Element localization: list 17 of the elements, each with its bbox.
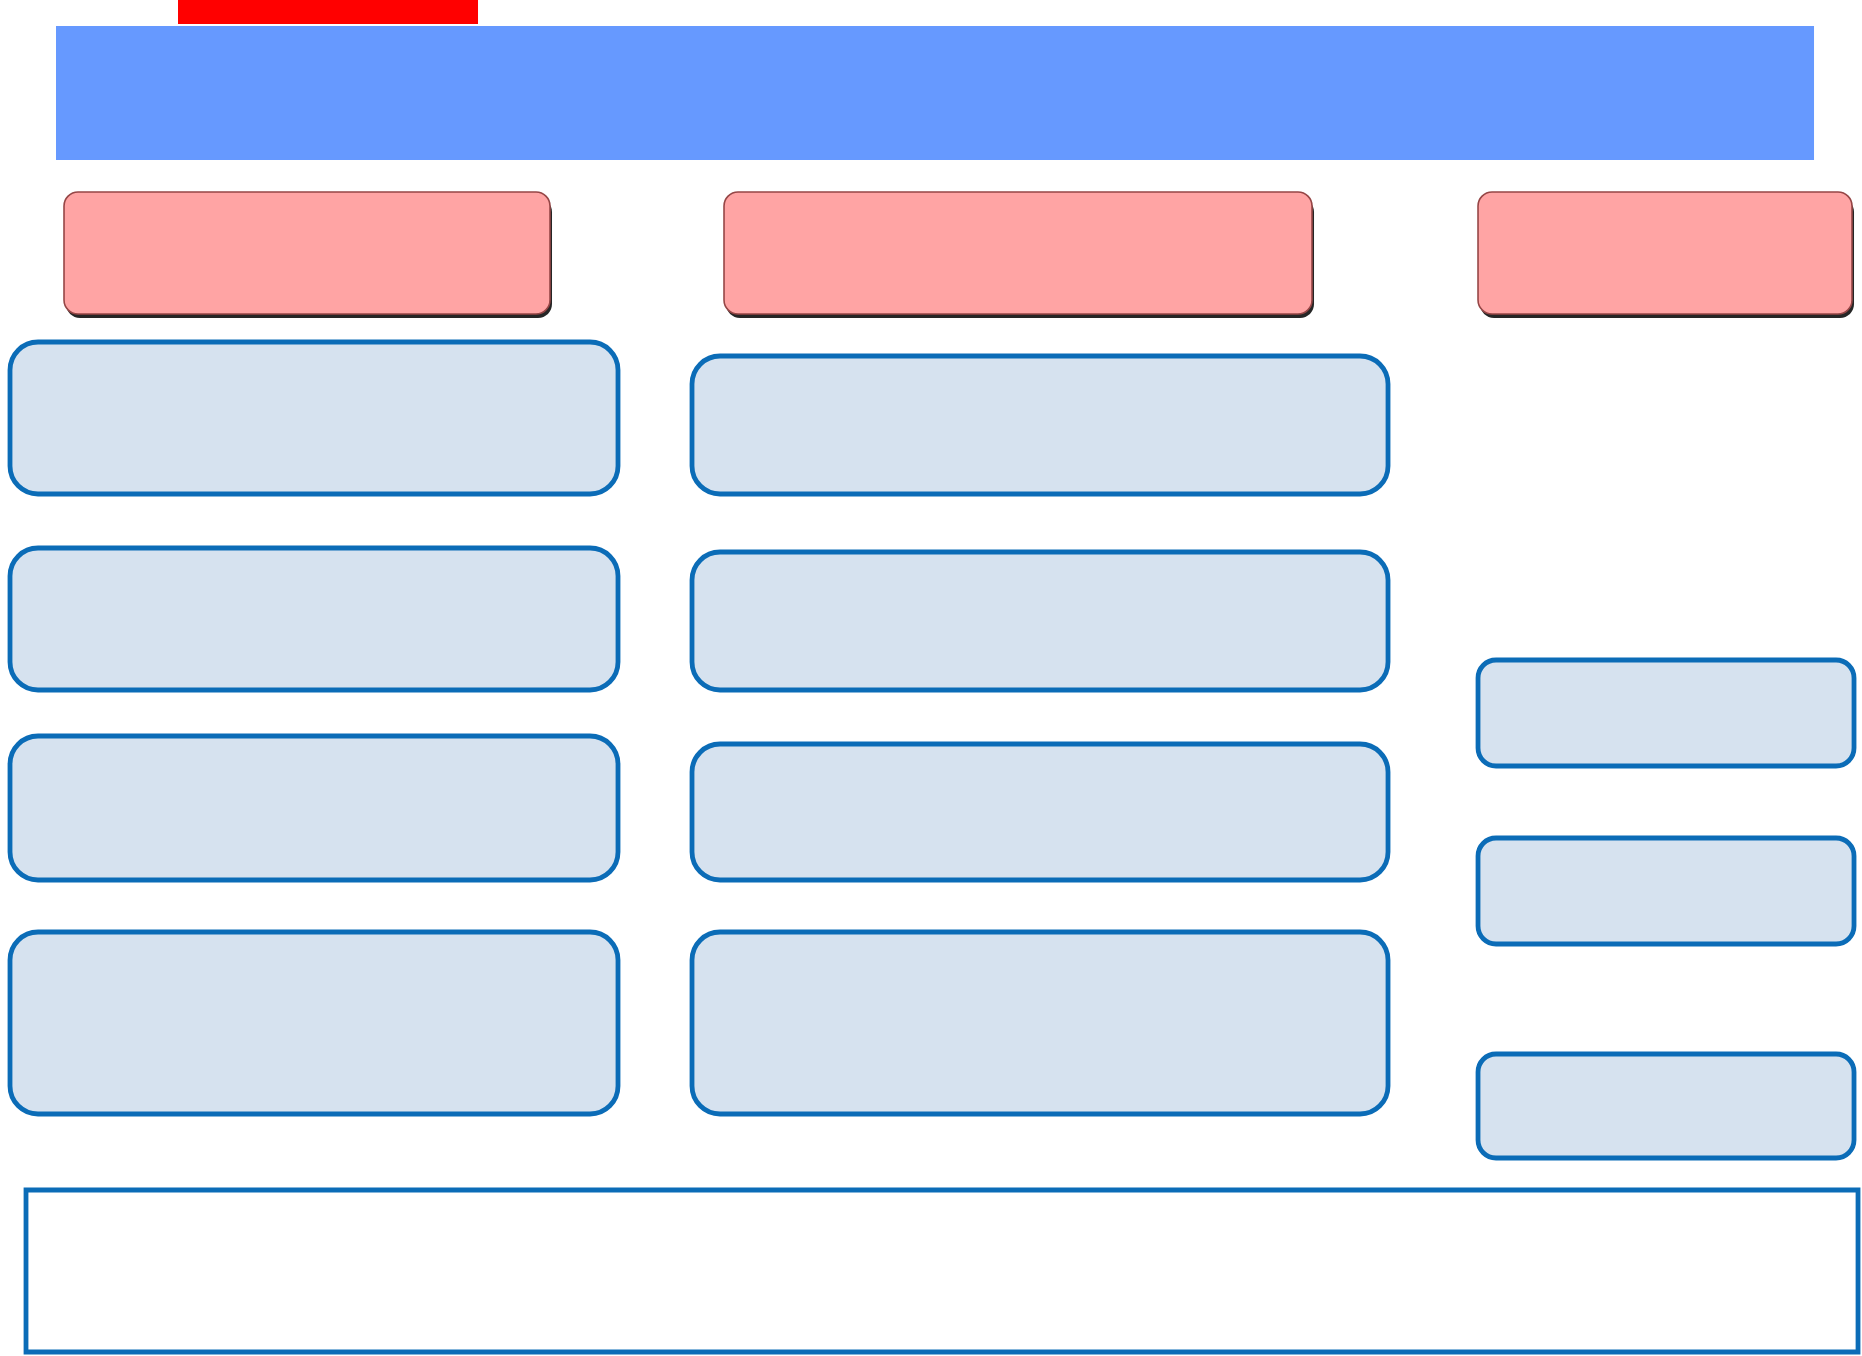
content-box xyxy=(1475,1051,1857,1161)
header-box xyxy=(63,191,552,318)
content-box xyxy=(7,545,621,693)
header-box xyxy=(1477,191,1854,318)
content-box xyxy=(7,339,621,497)
content-box xyxy=(689,741,1391,883)
content-box xyxy=(1475,835,1857,947)
note-box xyxy=(23,1187,1861,1355)
title-banner xyxy=(56,26,1815,160)
header-box xyxy=(723,191,1314,318)
content-box xyxy=(689,353,1391,497)
content-box xyxy=(689,549,1391,693)
content-box xyxy=(7,929,621,1117)
tab-block xyxy=(178,0,478,24)
content-box xyxy=(1475,657,1857,769)
content-box xyxy=(689,929,1391,1117)
content-box xyxy=(7,733,621,883)
